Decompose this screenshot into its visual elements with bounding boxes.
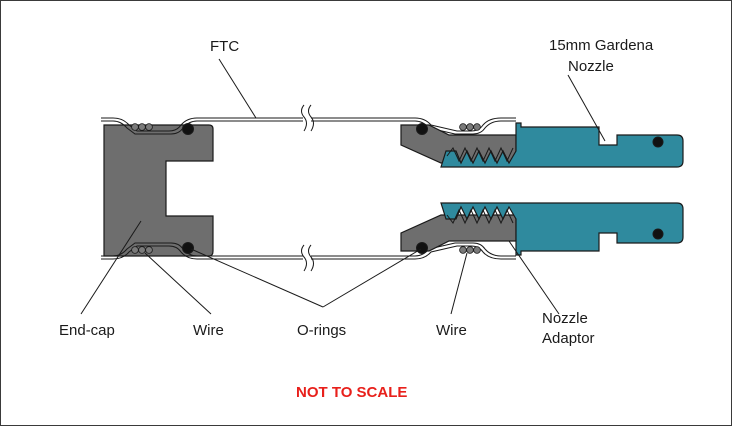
o-ring (652, 228, 664, 240)
label-nozzle-line2: Nozzle (568, 58, 614, 75)
wire-coils-left (131, 123, 153, 254)
label-nozzle-line1: 15mm Gardena (549, 37, 654, 54)
label-wire-right: Wire (436, 322, 467, 339)
label-ftc: FTC (210, 38, 239, 55)
wire-coils-right (459, 123, 481, 254)
label-adaptor-line2: Adaptor (542, 330, 595, 347)
label-adaptor-line1: Nozzle (542, 310, 588, 327)
o-ring (182, 242, 194, 254)
label-end-cap: End-cap (59, 322, 115, 339)
o-ring (652, 136, 664, 148)
label-wire-left: Wire (193, 322, 224, 339)
thread-lines (446, 146, 514, 225)
leader-lines (80, 58, 606, 315)
o-ring (416, 123, 428, 135)
end-cap (103, 124, 214, 257)
o-rings (182, 123, 664, 254)
o-ring (182, 123, 194, 135)
not-to-scale-note: NOT TO SCALE (296, 384, 407, 401)
label-o-rings: O-rings (297, 322, 346, 339)
o-ring (416, 242, 428, 254)
gardena-nozzle-top (440, 122, 684, 168)
tube-break-marks (301, 104, 314, 272)
